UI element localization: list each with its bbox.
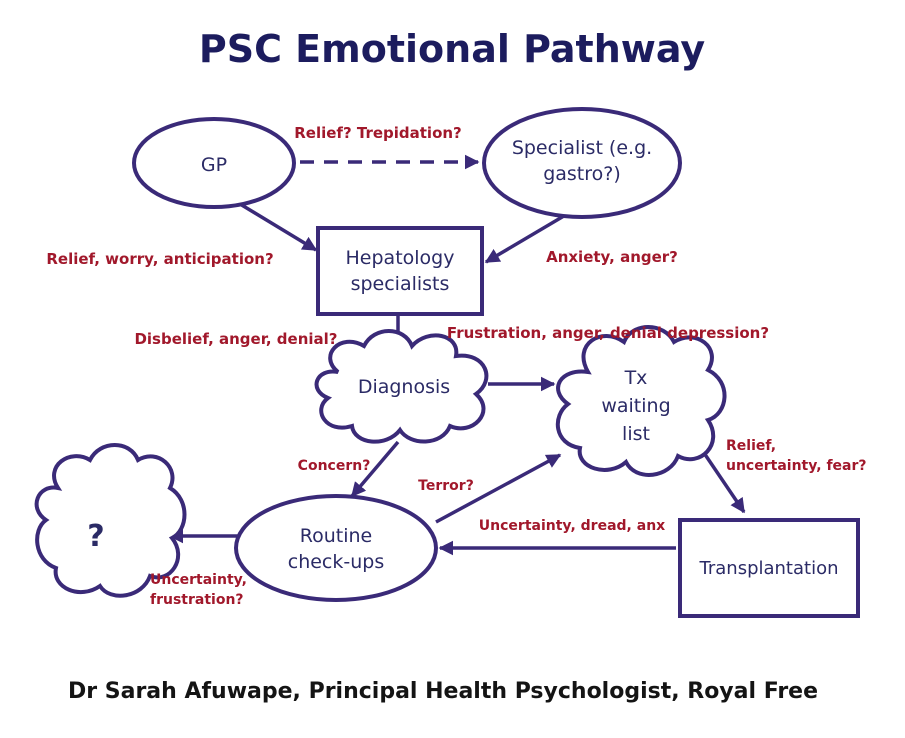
author-credit: Dr Sarah Afuwape, Principal Health Psych…: [68, 679, 818, 704]
node-diagnosis: Diagnosis: [314, 329, 489, 444]
node-label: Routine: [300, 525, 372, 547]
node-label: specialists: [351, 273, 450, 295]
edge-label-hepatology-diagnosis: Disbelief, anger, denial?: [134, 330, 337, 348]
node-label: waiting: [601, 395, 670, 417]
node-waiting-list: Tx waiting list: [555, 325, 727, 477]
arrow-waiting-to-transplant: [700, 449, 746, 514]
arrow-routine-to-waiting: [435, 453, 562, 524]
node-specialist: Specialist (e.g. gastro?): [482, 107, 682, 219]
edge-label-gp-specialist: Relief? Trepidation?: [294, 124, 462, 142]
node-label: list: [622, 423, 650, 445]
node-label: Tx: [624, 367, 648, 389]
node-label: Hepatology: [346, 247, 455, 269]
node-label: GP: [201, 154, 227, 176]
node-routine-checkups: Routine check-ups: [234, 494, 438, 602]
edge-label-waiting-transplant: uncertainty, fear?: [726, 458, 867, 474]
node-label: check-ups: [288, 551, 384, 573]
edge-label-gp-hepatology: Relief, worry, anticipation?: [46, 250, 273, 268]
node-label: gastro?): [543, 163, 621, 185]
edge-label-diagnosis-routine: Concern?: [298, 458, 371, 474]
arrow-gp-to-hepatology: [239, 202, 318, 252]
node-transplantation: Transplantation: [678, 518, 860, 618]
arrow-specialist-to-hepatology: [484, 208, 575, 264]
edge-label-routine-unknown: frustration?: [150, 592, 244, 608]
edge-label-routine-waiting: Terror?: [418, 478, 474, 494]
node-gp: GP: [132, 117, 296, 209]
node-unknown: ?: [34, 443, 187, 598]
edge-label-waiting-transplant: Relief,: [726, 438, 776, 454]
arrow-diagnosis-to-routine: [350, 440, 400, 498]
node-hepatology: Hepatology specialists: [316, 226, 484, 316]
node-label: Diagnosis: [358, 376, 450, 398]
page-title: PSC Emotional Pathway: [199, 27, 706, 71]
edge-label-routine-unknown: Uncertainty,: [150, 572, 247, 588]
node-label: Transplantation: [699, 558, 839, 579]
node-label: Specialist (e.g.: [512, 137, 652, 159]
edge-label-transplant-routine: Uncertainty, dread, anx: [479, 518, 665, 534]
edge-label-diagnosis-waiting: Frustration, anger, denial depression?: [447, 324, 769, 342]
edge-label-specialist-hepatology: Anxiety, anger?: [546, 248, 678, 266]
node-label: ?: [87, 519, 104, 554]
